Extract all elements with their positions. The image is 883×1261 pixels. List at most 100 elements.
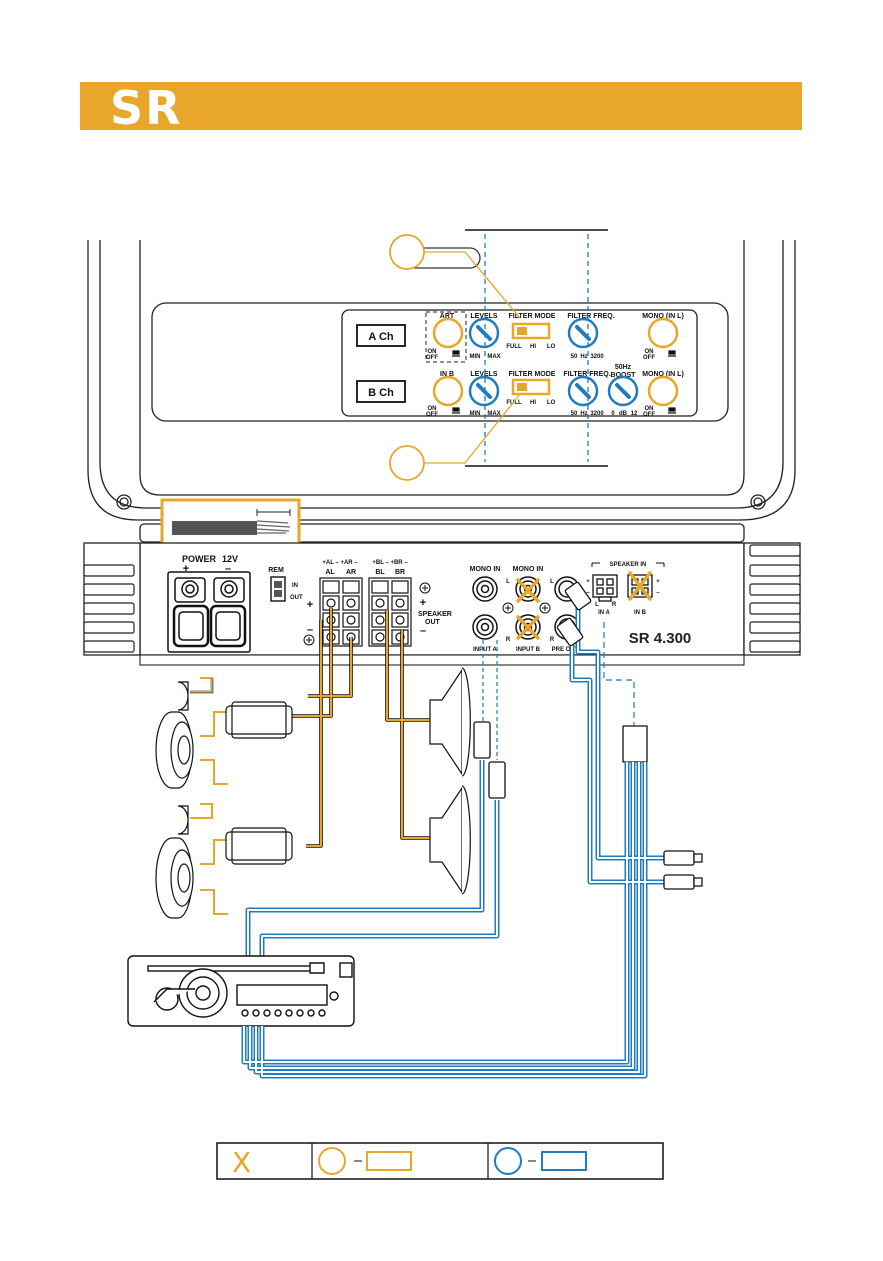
pre-out-l-label: L — [550, 579, 554, 585]
legend-x-symbol: X — [232, 1146, 251, 1179]
ground-icon-mid — [502, 602, 551, 614]
mono-b-label: MONO (IN L) — [642, 371, 684, 378]
input-a-label: INPUT A — [473, 647, 497, 653]
in-b-switch[interactable] — [432, 375, 464, 407]
filter-mode-b-label: FILTER MODE — [509, 371, 556, 378]
in-b-off: OFF — [426, 412, 438, 418]
legend-blue-circle — [494, 1147, 522, 1175]
filter-b-hi: HI — [530, 400, 536, 406]
speaker-out-b-terminal[interactable] — [368, 577, 412, 647]
filter-a-full: FULL — [506, 344, 522, 350]
speaker-in-a-minus: – — [586, 590, 590, 596]
speaker-out-a-terminal[interactable] — [319, 577, 363, 647]
speaker-in-label: SPEAKER IN — [610, 562, 647, 568]
pre-out-label: PRE OUT — [552, 647, 579, 653]
mono-in-label-a: MONO IN — [470, 566, 501, 573]
speaker-bl-label: BL — [375, 569, 385, 576]
filter-freq-a-label: FILTER FREQ. — [567, 313, 614, 320]
legend-orange-circle — [318, 1147, 346, 1175]
speaker-in-b-plus: + — [656, 579, 660, 585]
ground-icon-left — [303, 634, 315, 646]
speaker-out-label-1: SPEAKER — [418, 611, 452, 618]
panel-row-a: A Ch ART ON OFF LEVELS MIN MAX FILTER MO… — [356, 313, 684, 361]
callout-circle-bottom — [389, 445, 425, 481]
speaker-in-a-plug[interactable] — [592, 574, 618, 602]
in-b-on: ON — [428, 406, 437, 412]
art-on-label: ON — [428, 349, 437, 355]
input-b-l-label: L — [506, 579, 510, 585]
freq-b-max: 3200 — [590, 411, 604, 417]
power-voltage: 12V — [222, 554, 238, 564]
filter-b-lo: LO — [547, 400, 556, 406]
in-b-label: IN B — [440, 371, 454, 378]
legend-blue-rect — [541, 1151, 587, 1171]
pre-out-rca-plugs — [556, 581, 703, 890]
mono-b-off: OFF — [643, 412, 655, 418]
channel-b-badge — [356, 380, 406, 403]
input-b-jacks[interactable] — [515, 576, 541, 640]
channel-b-label: B Ch — [368, 387, 394, 399]
ground-icon-right — [419, 582, 431, 594]
speaker-b-header: +BL – +BR – — [372, 560, 408, 566]
speaker-b-plus-sign: + — [420, 597, 426, 609]
freq-a-min: 50 — [571, 354, 578, 360]
levels-a-label: LEVELS — [470, 313, 498, 320]
speaker-in-b-minus: – — [656, 590, 660, 596]
rca-plug-b — [488, 761, 506, 799]
speaker-in-b-unused-x-icon — [628, 571, 652, 601]
channel-a-badge — [356, 324, 406, 347]
speaker-out-label-2: OUT — [425, 619, 441, 626]
left-speaker-group-bottom — [155, 803, 293, 919]
callouts — [389, 229, 608, 481]
levels-a-max: MAX — [487, 354, 500, 360]
rem-terminal[interactable] — [270, 576, 286, 602]
speaker-wires — [290, 608, 430, 848]
freq-b-min: 50 — [571, 411, 578, 417]
left-speaker-group-top — [155, 677, 293, 789]
header-logo: SR — [110, 81, 183, 135]
callout-circle-top — [389, 234, 425, 270]
boost-unit: dB — [619, 411, 628, 417]
freq-a-unit: Hz — [580, 354, 587, 360]
filter-a-hi: HI — [530, 344, 536, 350]
input-b-unused-x-icon — [516, 578, 540, 640]
speaker-in-a-label: IN A — [598, 610, 610, 616]
speaker-a-header: +AL – +AR – — [322, 560, 358, 566]
input-cables — [245, 640, 506, 960]
filter-freq-b-label: FILTER FREQ. — [563, 371, 610, 378]
power-plus-sign: + — [183, 563, 189, 575]
boost-title-1: 50Hz — [615, 364, 632, 371]
speaker-b-minus-sign: – — [420, 625, 426, 637]
model-label: SR 4.300 — [629, 630, 692, 647]
header-background — [80, 82, 802, 130]
amplifier-body — [87, 240, 796, 543]
art-switch[interactable] — [432, 317, 464, 349]
panel-row-b: B Ch IN B ON OFF LEVELS MIN MAX FILTER M… — [356, 364, 684, 418]
boost-max: 12 — [631, 411, 638, 417]
rca-plug-a — [473, 721, 491, 759]
speaker-in-a-l: L — [595, 602, 599, 608]
rem-in-label: IN — [292, 583, 298, 589]
filter-a-lo: LO — [547, 344, 556, 350]
boost-title-2: BOOST — [611, 372, 637, 379]
crossover-bottom — [225, 831, 293, 861]
power-terminal[interactable] — [167, 571, 251, 653]
rem-label: REM — [268, 567, 284, 574]
mono-b-on: ON — [645, 406, 654, 412]
levels-b-min: MIN — [470, 411, 481, 417]
head-unit — [127, 955, 355, 1027]
mono-in-label-b: MONO IN — [513, 566, 544, 573]
crossover-top — [225, 705, 293, 735]
mono-a-label: MONO (IN L) — [642, 313, 684, 320]
mono-a-off: OFF — [643, 355, 655, 361]
mono-a-switch[interactable] — [647, 317, 679, 349]
art-off-label: OFF — [426, 355, 438, 361]
power-minus-sign: – — [225, 563, 231, 575]
speaker-ar-label: AR — [346, 569, 356, 576]
input-a-jacks[interactable] — [472, 576, 498, 640]
levels-a-min: MIN — [470, 354, 481, 360]
power-label: POWER — [182, 554, 217, 564]
mono-b-switch[interactable] — [647, 375, 679, 407]
input-b-label: INPUT B — [516, 647, 541, 653]
header-bar: SR — [80, 81, 802, 135]
